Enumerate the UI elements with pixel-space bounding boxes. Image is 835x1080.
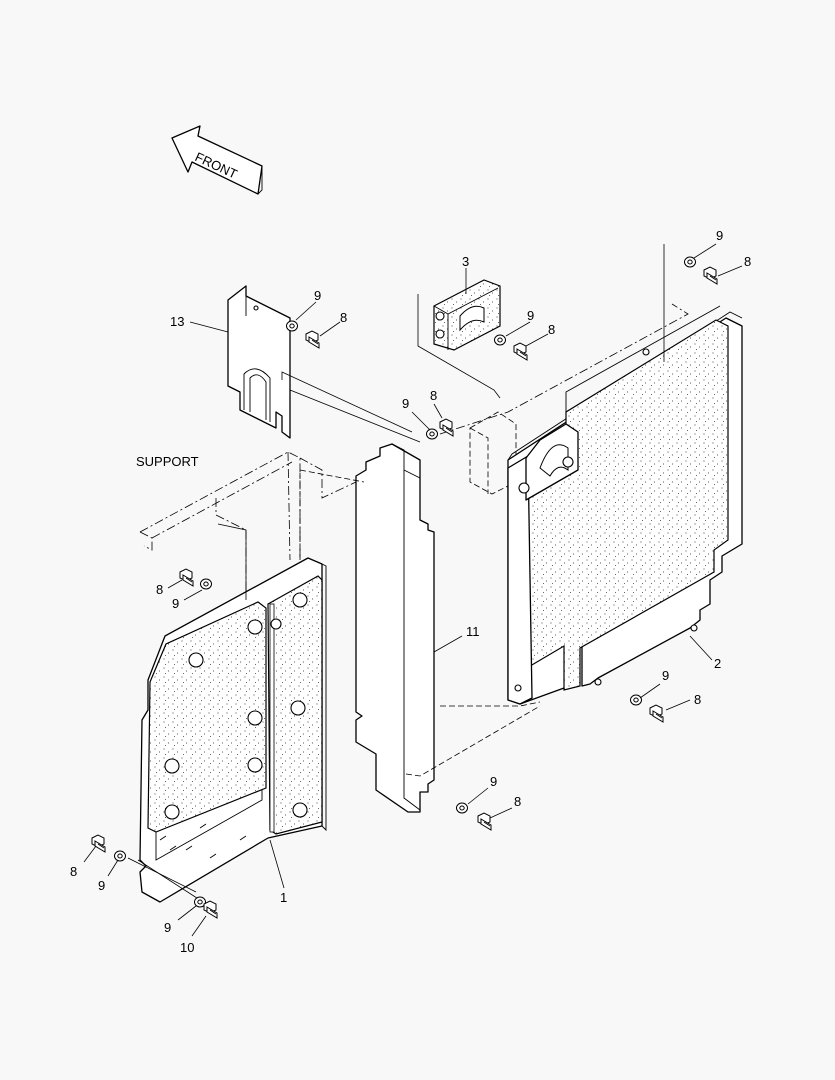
callout-9: 9 bbox=[98, 878, 105, 893]
callout-8: 8 bbox=[548, 322, 555, 337]
callout-3: 3 bbox=[462, 254, 469, 269]
callout-8: 8 bbox=[694, 692, 701, 707]
part-1-left-panel bbox=[139, 557, 327, 903]
part-3-foam-block bbox=[433, 279, 501, 351]
part-11-seal-strip bbox=[355, 443, 435, 813]
part-13-cover-bracket bbox=[227, 285, 291, 439]
callout-2: 2 bbox=[714, 656, 721, 671]
callout-9: 9 bbox=[314, 288, 321, 303]
callout-8: 8 bbox=[744, 254, 751, 269]
callout-8: 8 bbox=[70, 864, 77, 879]
front-direction-arrow: FRONT bbox=[171, 125, 263, 195]
callout-9: 9 bbox=[490, 774, 497, 789]
callout-10: 10 bbox=[180, 940, 194, 955]
callout-11: 11 bbox=[466, 624, 480, 639]
callout-numbers: 13 3 9 8 9 8 9 8 9 8 8 9 8 9 9 10 1 11 2… bbox=[70, 228, 751, 955]
part-2-right-panel bbox=[507, 305, 743, 705]
callout-8: 8 bbox=[156, 582, 163, 597]
callout-9: 9 bbox=[164, 920, 171, 935]
callout-8: 8 bbox=[340, 310, 347, 325]
callout-9: 9 bbox=[172, 596, 179, 611]
callout-9: 9 bbox=[527, 308, 534, 323]
callout-1: 1 bbox=[280, 890, 287, 905]
callout-9: 9 bbox=[662, 668, 669, 683]
callout-9: 9 bbox=[716, 228, 723, 243]
assembly-leaders bbox=[127, 244, 689, 901]
callout-9: 9 bbox=[402, 396, 409, 411]
callout-8: 8 bbox=[430, 388, 437, 403]
callout-leaders bbox=[83, 243, 743, 937]
callout-13: 13 bbox=[170, 314, 184, 329]
callout-8: 8 bbox=[514, 794, 521, 809]
support-label: SUPPORT bbox=[136, 454, 199, 469]
